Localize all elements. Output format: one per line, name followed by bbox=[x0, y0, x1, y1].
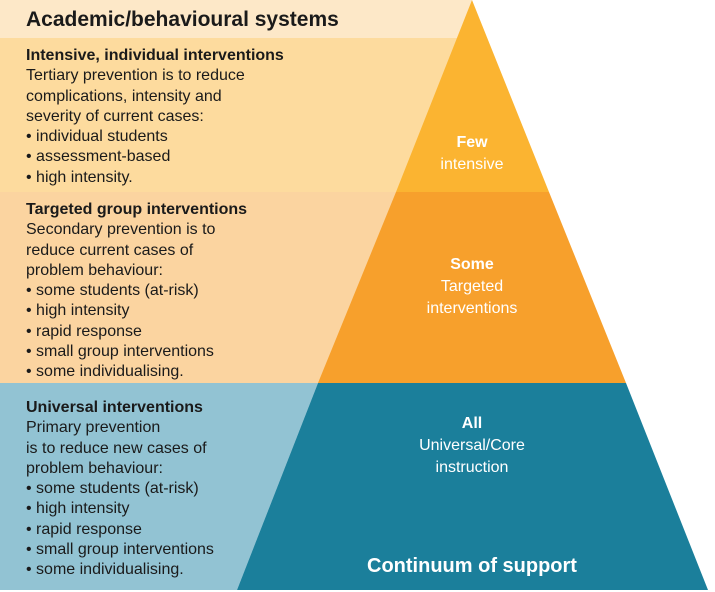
tier1-band bbox=[0, 38, 472, 192]
pyramid-bottom-label-line: Universal/Core bbox=[419, 437, 525, 454]
pyramid-bottom-label-line: instruction bbox=[435, 459, 509, 476]
tier3-line: is to reduce new cases of bbox=[26, 439, 207, 457]
tier2-line: problem behaviour: bbox=[26, 261, 163, 279]
tier2-line: reduce current cases of bbox=[26, 241, 194, 259]
tier2-line: Secondary prevention is to bbox=[26, 221, 216, 239]
pyramid-bottom-label-bold: All bbox=[461, 415, 483, 432]
tier1-line: • assessment-based bbox=[26, 148, 171, 166]
tier2-line: • rapid response bbox=[26, 322, 142, 340]
tier2-line: • some students (at-risk) bbox=[26, 282, 199, 300]
tier1-title: Intensive, individual interventions bbox=[26, 47, 284, 64]
tier3-line: • some individualising. bbox=[26, 561, 184, 579]
tier3-line: Primary prevention bbox=[26, 419, 161, 437]
tier1-line: complications, intensity and bbox=[26, 87, 222, 105]
diagram-title: Academic/behavioural systems bbox=[26, 8, 339, 31]
tier1-line: Tertiary prevention is to reduce bbox=[26, 67, 245, 85]
tier3-line: • high intensity bbox=[26, 500, 130, 518]
tier3-line: • small group interventions bbox=[26, 541, 214, 559]
tier2-line: • some individualising. bbox=[26, 363, 184, 381]
tier1-text: Intensive, individual interventions Tert… bbox=[26, 46, 284, 188]
tier3-title: Universal interventions bbox=[26, 399, 203, 416]
tier1-line: • high intensity. bbox=[26, 168, 133, 186]
tier1-line: • individual students bbox=[26, 128, 168, 146]
tier2-line: • high intensity bbox=[26, 302, 130, 320]
continuum-label: Continuum of support bbox=[367, 555, 577, 577]
pyramid-middle-label-line: Targeted bbox=[440, 278, 504, 295]
pyramid-middle-label-line: interventions bbox=[426, 300, 518, 317]
tier3-band bbox=[0, 383, 318, 590]
pyramid-top-label-bold: Few bbox=[456, 134, 488, 151]
header-band bbox=[0, 0, 472, 38]
pyramid-middle bbox=[318, 192, 626, 383]
pyramid-top bbox=[396, 0, 549, 192]
tier3-line: • rapid response bbox=[26, 520, 142, 538]
tier3-text: Universal interventions Primary preventi… bbox=[26, 398, 214, 581]
tier2-text: Targeted group interventions Secondary p… bbox=[26, 200, 247, 383]
tier2-line: • small group interventions bbox=[26, 343, 214, 361]
tier2-title: Targeted group interventions bbox=[26, 201, 248, 218]
pyramid-middle-label: Some Targeted interventions bbox=[352, 254, 592, 320]
tier3-line: • some students (at-risk) bbox=[26, 480, 199, 498]
pyramid-bottom bbox=[237, 383, 708, 590]
tier3-line: problem behaviour: bbox=[26, 459, 163, 477]
pyramid-top-label: Few intensive bbox=[352, 132, 592, 176]
tier1-line: severity of current cases: bbox=[26, 107, 204, 125]
pyramid-middle-label-bold: Some bbox=[450, 256, 494, 273]
pyramid-top-label-line: intensive bbox=[440, 156, 504, 173]
pyramid-bottom-label: All Universal/Core instruction bbox=[352, 413, 592, 479]
